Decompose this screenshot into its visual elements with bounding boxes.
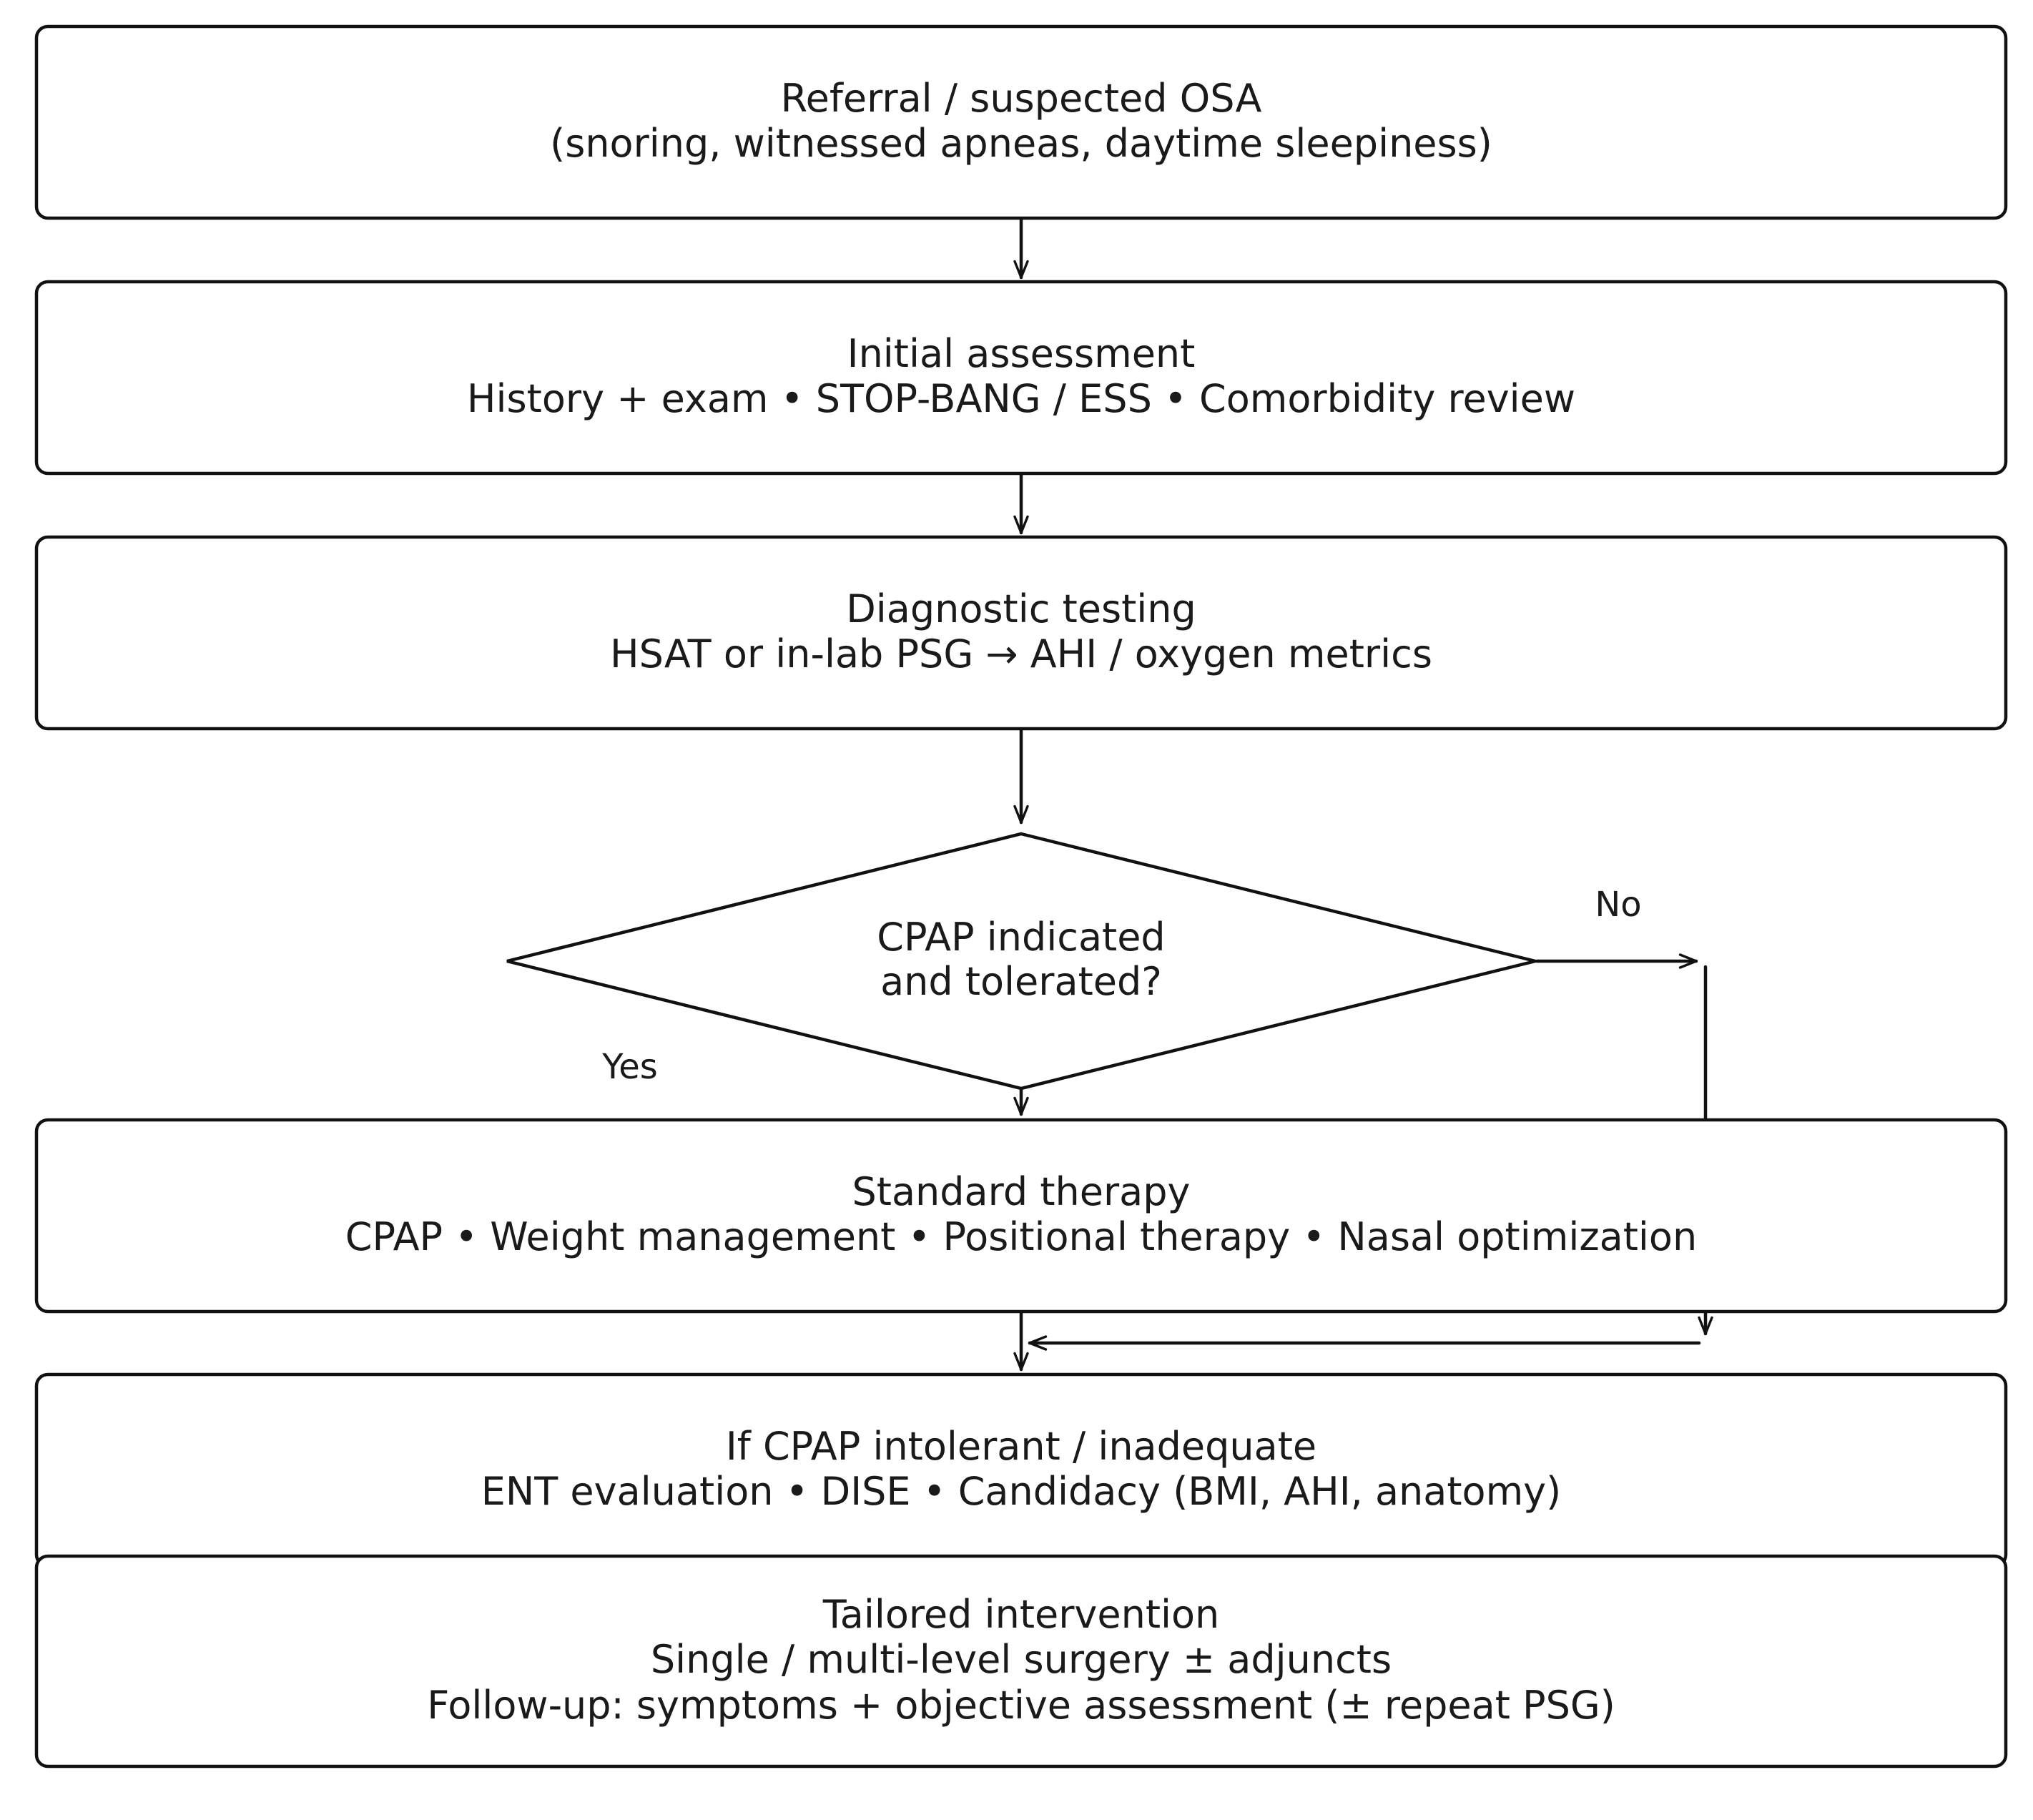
referral-title: Referral / suspected OSA <box>781 76 1262 121</box>
tailored-intervention-followup: Follow-up: symptoms + objective assessme… <box>427 1683 1615 1728</box>
no-label: No <box>1595 885 1641 925</box>
tailored-intervention-title: Tailored intervention <box>822 1592 1220 1637</box>
initial-assessment-title: Initial assessment <box>847 331 1196 376</box>
tailored-intervention-box: Tailored intervention Single / multi-lev… <box>34 1554 2008 1769</box>
referral-box: Referral / suspected OSA (snoring, witne… <box>34 24 2008 220</box>
referral-detail: (snoring, witnessed apneas, daytime slee… <box>550 121 1492 166</box>
diagnostic-testing-title: Diagnostic testing <box>846 586 1196 631</box>
cpap-intolerant-detail: ENT evaluation • DISE • Candidacy (BMI, … <box>481 1469 1561 1514</box>
decision-diamond: CPAP indicated and tolerated? <box>506 832 1536 1091</box>
yes-label: Yes <box>601 1047 657 1087</box>
cpap-intolerant-box: If CPAP intolerant / inadequate ENT eval… <box>34 1372 2008 1568</box>
standard-therapy-detail: CPAP • Weight management • Positional th… <box>345 1214 1697 1259</box>
diagnostic-testing-box: Diagnostic testing HSAT or in-lab PSG → … <box>34 535 2008 731</box>
initial-assessment-detail: History + exam • STOP-BANG / ESS • Comor… <box>467 376 1575 421</box>
decision-question-line1: CPAP indicated <box>877 915 1165 960</box>
tailored-intervention-surgery: Single / multi-level surgery ± adjuncts <box>651 1637 1392 1682</box>
cpap-intolerant-title: If CPAP intolerant / inadequate <box>726 1424 1316 1469</box>
initial-assessment-box: Initial assessment History + exam • STOP… <box>34 280 2008 476</box>
standard-therapy-box: Standard therapy CPAP • Weight managemen… <box>34 1118 2008 1314</box>
standard-therapy-title: Standard therapy <box>852 1169 1191 1214</box>
decision-question-line2: and tolerated? <box>880 959 1162 1004</box>
diagnostic-testing-detail: HSAT or in-lab PSG → AHI / oxygen metric… <box>610 631 1432 677</box>
